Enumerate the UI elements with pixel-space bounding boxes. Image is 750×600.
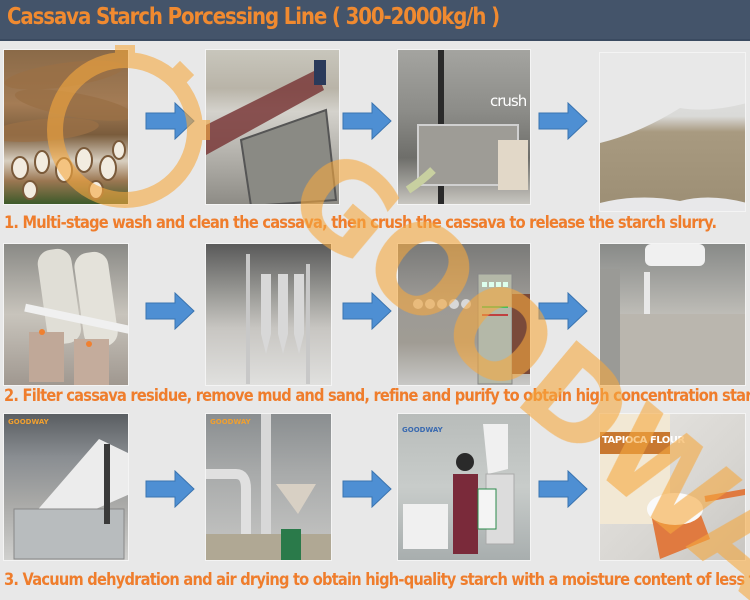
goodway-logo: GOODWAY (8, 418, 49, 426)
photo-refining-station (397, 243, 531, 386)
photo-crushing-machine: crush (397, 49, 531, 205)
right-arrow-icon (342, 469, 392, 509)
right-arrow-icon (145, 469, 195, 509)
right-arrow-icon (538, 469, 588, 509)
photo-vacuum-dehydrator: GOODWAY (3, 413, 129, 561)
photo-washing-machine (205, 49, 340, 205)
right-arrow-icon (538, 291, 588, 331)
right-arrow-icon (342, 101, 392, 141)
photo-starch-liquid-tank (599, 243, 746, 386)
photo-centrifugal-sieve (3, 243, 129, 386)
right-arrow-icon (145, 101, 195, 141)
step-1-caption: 1. Multi-stage wash and clean the cassav… (4, 213, 717, 233)
photo-tapioca-flour: TAPIOCA FLOUR (599, 413, 746, 561)
page-title: Cassava Starch Porcessing Line ( 300-200… (7, 4, 500, 30)
photo-raw-cassava (3, 49, 129, 205)
right-arrow-icon (145, 291, 195, 331)
right-arrow-icon (342, 291, 392, 331)
step-3-caption: 3. Vacuum dehydration and air drying to … (4, 570, 750, 590)
header-bar: Cassava Starch Porcessing Line ( 300-200… (0, 0, 750, 41)
goodway-logo: GOODWAY (402, 426, 443, 434)
photo-label-crush: crush (490, 92, 527, 110)
photo-flash-dryer: GOODWAY (205, 413, 332, 561)
step-2-caption: 2. Filter cassava residue, remove mud an… (4, 386, 750, 406)
photo-desanding-cyclones (205, 243, 332, 386)
photo-starch-slurry (599, 52, 746, 212)
product-label: TAPIOCA FLOUR (602, 435, 685, 446)
goodway-logo: GOODWAY (210, 418, 251, 426)
photo-packing-machine: GOODWAY (397, 413, 531, 561)
right-arrow-icon (538, 101, 588, 141)
